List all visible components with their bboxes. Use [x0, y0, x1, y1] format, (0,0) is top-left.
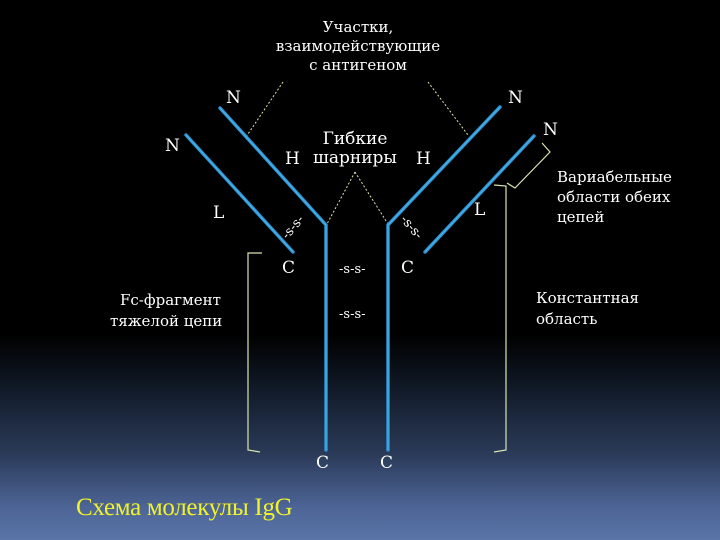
diagram-title: Схема молекулы IgG — [76, 494, 293, 521]
l-right: L — [474, 200, 486, 220]
hinge-pointer-lines — [326, 171, 389, 225]
disulfide-center-lower: -s-s- — [339, 307, 366, 322]
c-right-bottom: C — [380, 453, 394, 473]
constant-line2: область — [536, 310, 598, 328]
l-left: L — [213, 203, 225, 223]
h-left: H — [285, 149, 300, 169]
fc-line1: Fc-фрагмент — [120, 291, 221, 309]
antigen-sites-line1: Участки, — [322, 18, 394, 36]
c-right-upper: C — [401, 258, 415, 278]
variable-bracket — [506, 142, 551, 189]
disulfide-center-upper: -s-s- — [339, 262, 366, 277]
antigen-pointer-lines — [245, 81, 469, 138]
constant-region-label: Константная область — [536, 288, 639, 330]
hinge-line2: шарниры — [313, 148, 397, 168]
fc-bracket — [247, 252, 262, 453]
constant-bracket — [493, 184, 507, 453]
variable-line3: цепей — [557, 208, 605, 226]
antigen-sites-line2: взаимодействующие — [275, 37, 441, 55]
n-right-light: N — [543, 120, 558, 140]
c-left-bottom: C — [316, 453, 330, 473]
variable-line2: области обеих — [557, 188, 671, 206]
n-left-light: N — [165, 136, 180, 156]
variable-regions-label: Вариабельные области обеих цепей — [557, 167, 672, 227]
h-right: H — [416, 149, 431, 169]
variable-line1: Вариабельные — [557, 168, 672, 186]
n-left-heavy: N — [226, 88, 241, 108]
antigen-sites-line3: с антигеном — [309, 56, 407, 74]
hinge-label: Гибкие шарниры — [310, 130, 400, 168]
antigen-sites-label: Участки, взаимодействующие с антигеном — [258, 18, 458, 75]
hinge-line1: Гибкие — [322, 129, 388, 149]
constant-line1: Константная — [536, 289, 639, 307]
right-heavy-chain — [386, 105, 502, 452]
fc-line2: тяжелой цепи — [110, 312, 223, 330]
c-left-upper: C — [282, 258, 296, 278]
n-right-heavy: N — [508, 88, 523, 108]
fc-fragment-label: Fc-фрагмент тяжелой цепи — [110, 290, 222, 332]
